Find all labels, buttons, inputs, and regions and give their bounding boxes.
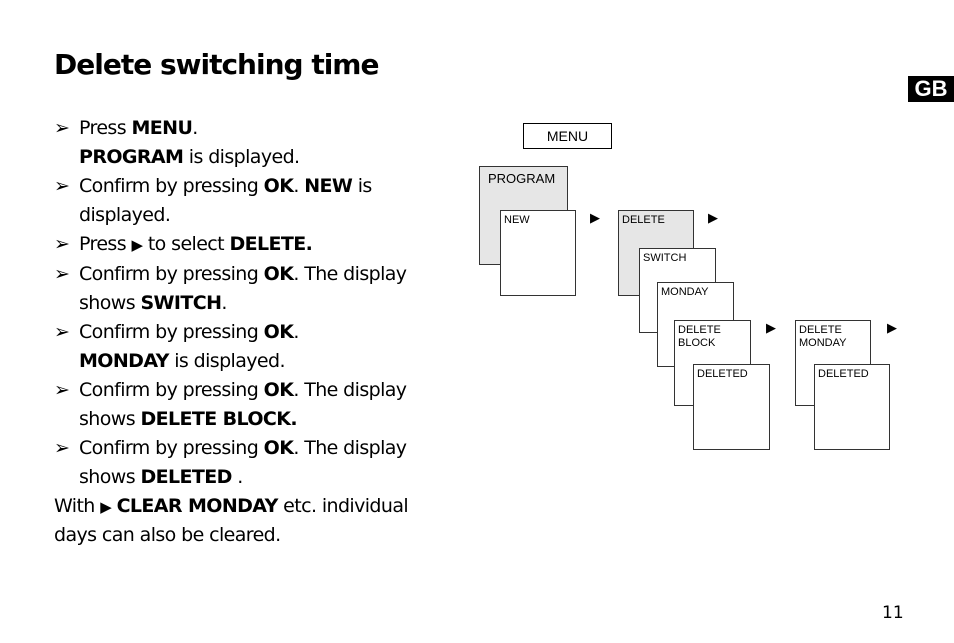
instruction-step: ➢ Press MENU.: [54, 114, 454, 143]
text-run: Press: [79, 233, 132, 255]
text-run: is displayed.: [183, 146, 300, 168]
instruction-step: ➢ Confirm by pressing OK. The display sho…: [54, 260, 454, 318]
text-run: .: [231, 466, 243, 488]
language-badge: GB: [908, 76, 954, 102]
arrow-bullet-icon: ➢: [54, 233, 70, 255]
instruction-step: PROGRAM is displayed.: [54, 143, 454, 172]
bold-term: OK: [263, 263, 294, 285]
bold-term: DELETE.: [229, 233, 313, 255]
page-title: Delete switching time: [54, 48, 379, 81]
instruction-list: ➢ Press MENU. PROGRAM is displayed. ➢ Confir…: [54, 114, 454, 492]
instruction-step: MONDAY is displayed.: [54, 347, 454, 376]
text-run: is displayed.: [79, 175, 372, 226]
triangle-right-icon: ▶: [708, 210, 718, 225]
text-run: Confirm by pressing: [79, 321, 264, 343]
text-run: etc. individual days can also be cleared…: [54, 495, 409, 546]
text-run: .: [221, 292, 227, 314]
bold-term: PROGRAM: [79, 146, 184, 168]
new-display-box: NEW: [500, 210, 576, 296]
text-run: .: [293, 321, 299, 343]
note-paragraph: With ▶ CLEAR MONDAY etc. individual days…: [54, 492, 454, 549]
text-run: Confirm by pressing: [79, 437, 264, 459]
bold-term: NEW: [304, 175, 353, 197]
delete-display-label: DELETE: [622, 214, 665, 226]
arrow-bullet-icon: ➢: [54, 379, 70, 401]
page-number: 11: [882, 603, 904, 623]
bold-term: OK: [263, 437, 294, 459]
bold-term: MONDAY: [79, 350, 169, 372]
instruction-step: ➢ Confirm by pressing OK. The display sho…: [54, 376, 454, 434]
text-run: is displayed.: [168, 350, 285, 372]
bold-term: DELETED: [140, 466, 232, 488]
text-run: .: [293, 175, 305, 197]
text-run: . The display shows: [79, 263, 407, 314]
text-run: . The display shows: [79, 379, 407, 430]
new-display-label: NEW: [504, 214, 530, 226]
text-run: Confirm by pressing: [79, 263, 264, 285]
delete-monday-display-label: DELETE MONDAY: [799, 324, 847, 349]
text-run: With: [54, 495, 101, 517]
menu-display-box: MENU: [523, 123, 612, 149]
triangle-right-icon: ▶: [590, 210, 600, 225]
bold-term: OK: [263, 379, 294, 401]
triangle-right-icon: ▶: [131, 236, 143, 254]
deleted-display-box-1: DELETED: [693, 364, 770, 450]
arrow-bullet-icon: ➢: [54, 263, 70, 285]
bold-term: OK: [263, 175, 294, 197]
bold-term: OK: [263, 321, 294, 343]
bold-term: CLEAR MONDAY: [116, 495, 279, 517]
text-run: Confirm by pressing: [79, 379, 264, 401]
text-run: . The display shows: [79, 437, 407, 488]
text-run: Confirm by pressing: [79, 175, 264, 197]
bold-term: SWITCH: [140, 292, 222, 314]
arrow-bullet-icon: ➢: [54, 437, 70, 459]
deleted-display-box-2: DELETED: [814, 364, 890, 450]
switch-display-label: SWITCH: [643, 252, 687, 264]
bold-term: MENU: [131, 117, 193, 139]
instruction-step: ➢ Confirm by pressing OK. The display sho…: [54, 434, 454, 492]
deleted-display-label: DELETED: [818, 368, 869, 380]
instruction-step: ➢ Confirm by pressing OK.: [54, 318, 454, 347]
text-run: to select: [142, 233, 230, 255]
text-run: Press: [79, 117, 132, 139]
text-run: .: [192, 117, 198, 139]
bold-term: DELETE BLOCK.: [140, 408, 297, 430]
arrow-bullet-icon: ➢: [54, 321, 70, 343]
instruction-step: ➢ Press ▶ to select DELETE.: [54, 230, 454, 260]
monday-display-label: MONDAY: [661, 286, 709, 298]
deleted-display-label: DELETED: [697, 368, 748, 380]
delete-block-display-label: DELETE BLOCK: [678, 324, 721, 349]
triangle-right-icon: ▶: [887, 320, 897, 335]
arrow-bullet-icon: ➢: [54, 117, 70, 139]
instruction-step: ➢ Confirm by pressing OK. NEW is displaye…: [54, 172, 454, 230]
arrow-bullet-icon: ➢: [54, 175, 70, 197]
program-display-label: PROGRAM: [488, 171, 556, 186]
triangle-right-icon: ▶: [766, 320, 776, 335]
triangle-right-icon: ▶: [100, 498, 112, 516]
